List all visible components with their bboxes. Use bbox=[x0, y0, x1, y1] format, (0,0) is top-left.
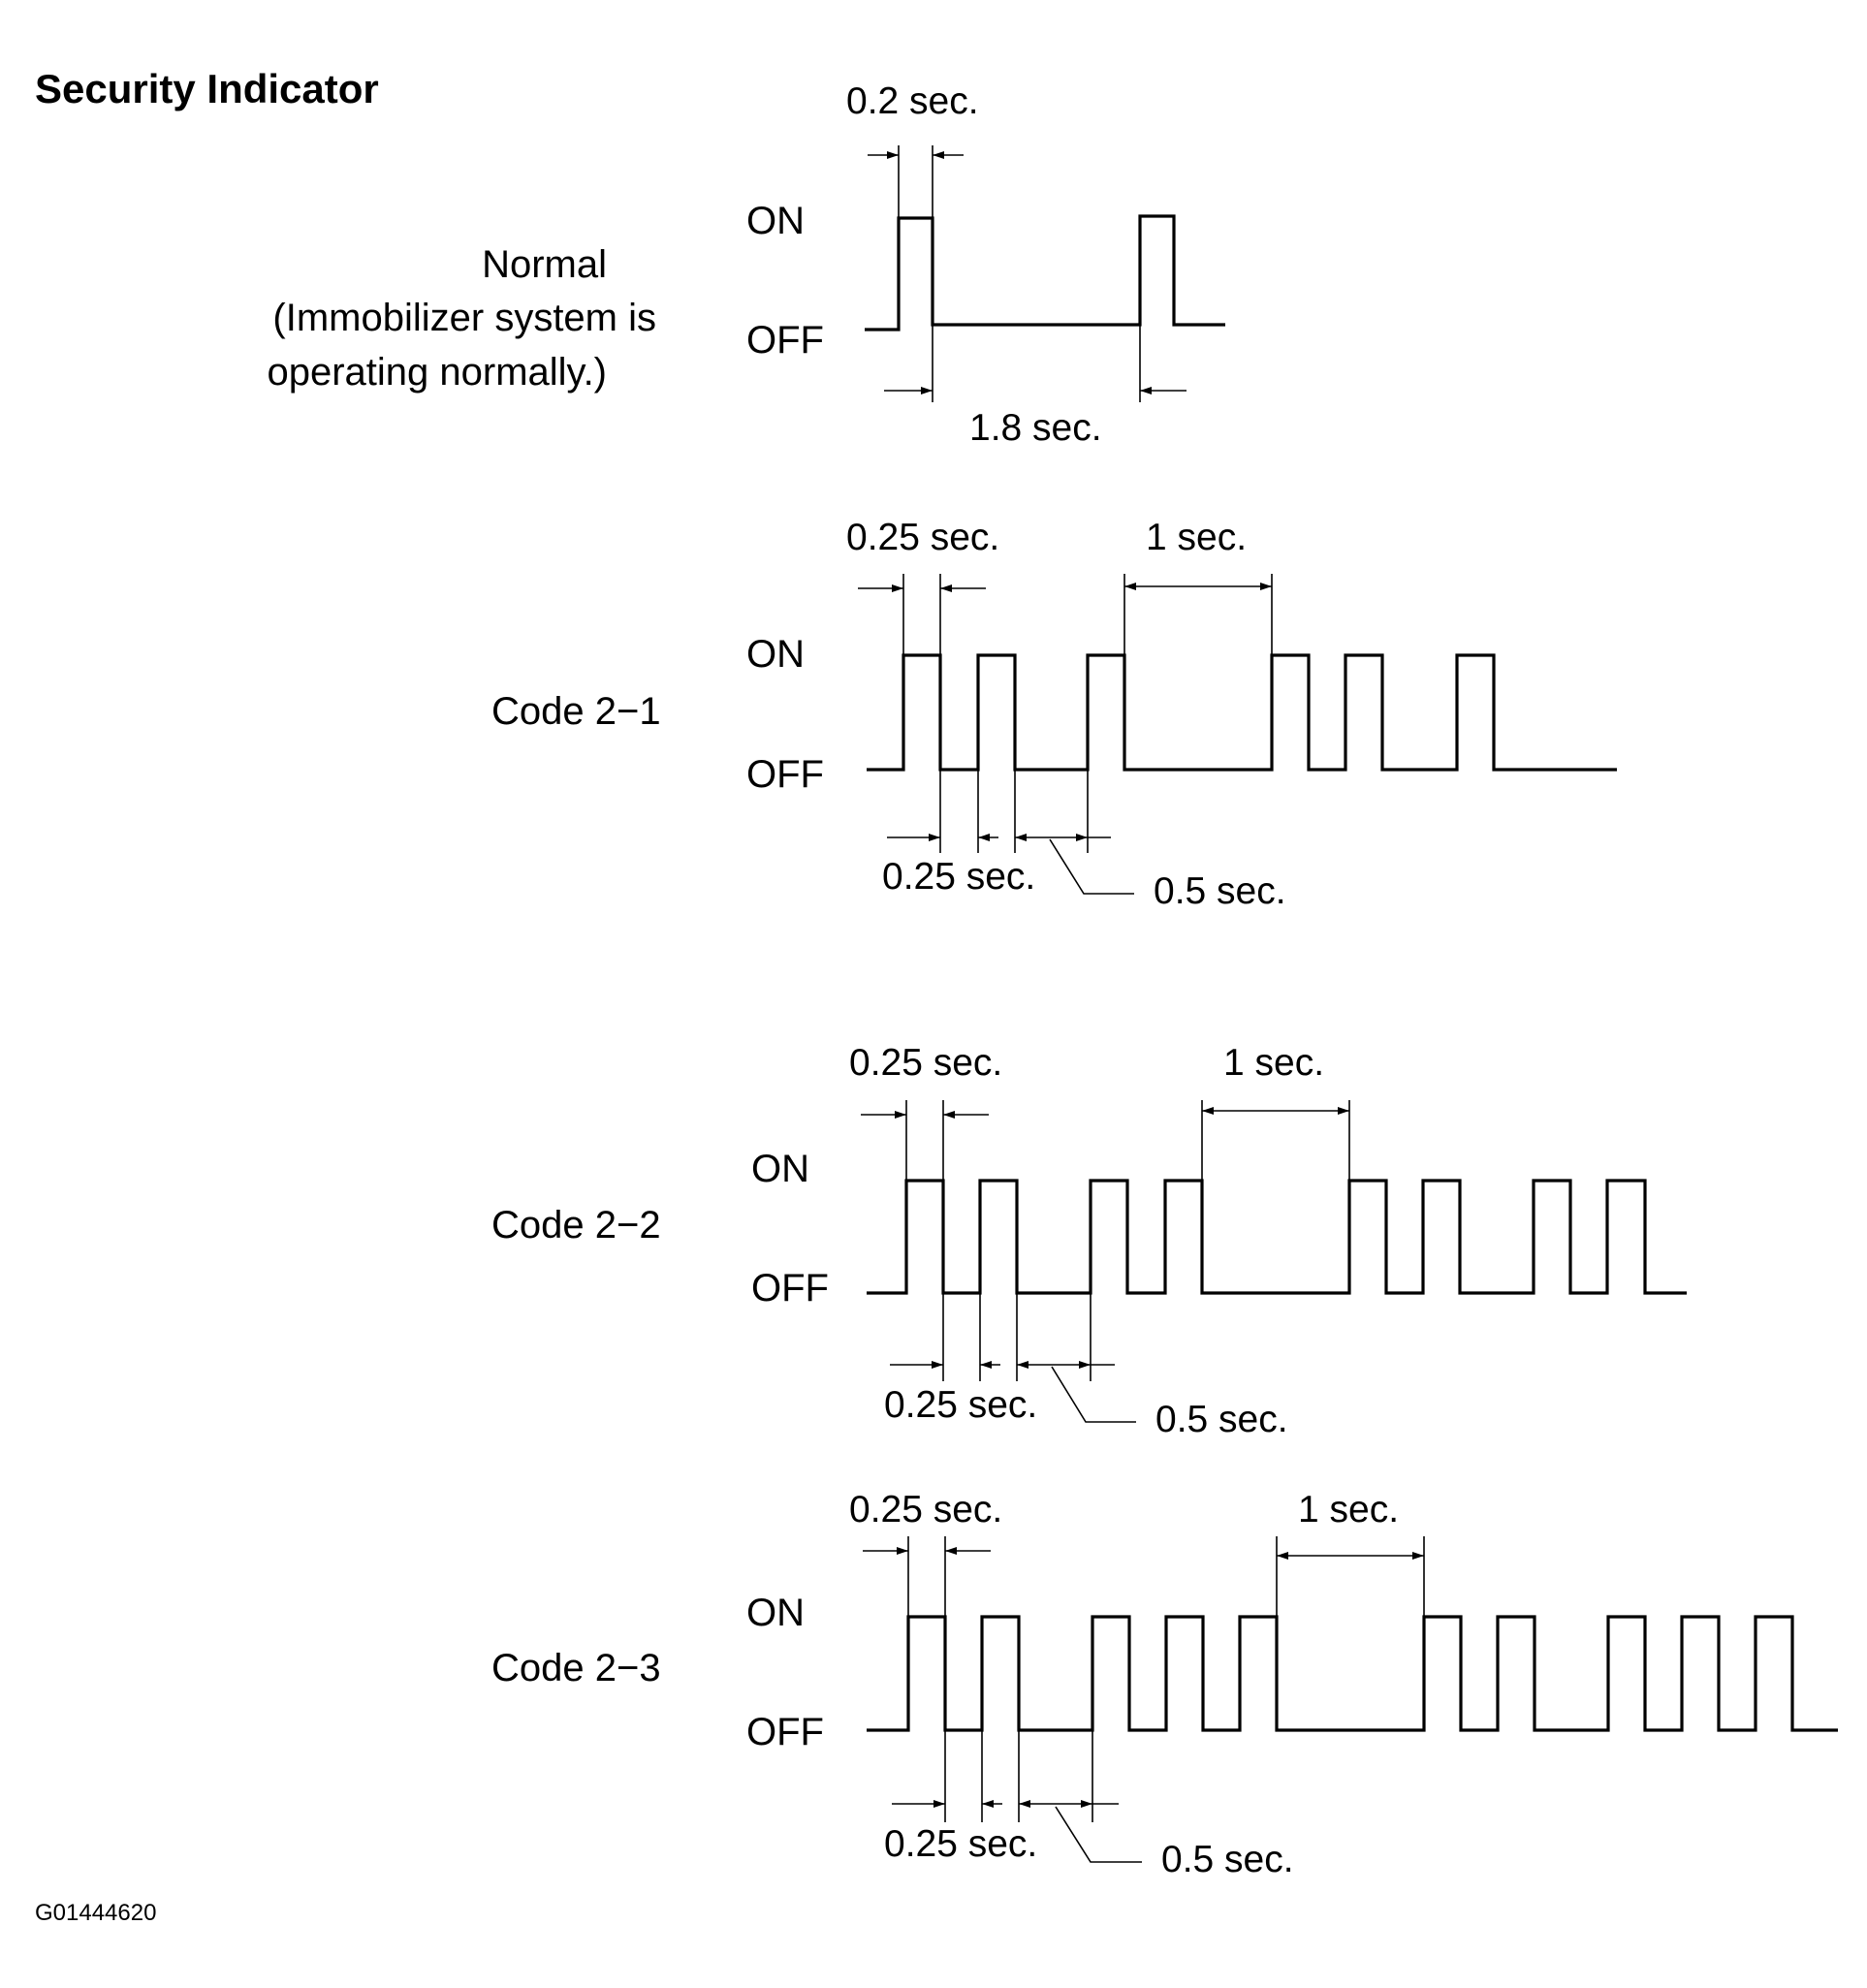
code-2-1-label: Code 2−1 bbox=[491, 690, 661, 733]
code-2-2-long-off-time-label: 0.5 sec. bbox=[1155, 1399, 1288, 1440]
code-2-3-on-time-label: 0.25 sec. bbox=[849, 1489, 1002, 1530]
code-2-3-off-label: OFF bbox=[746, 1711, 824, 1753]
code-2-3-waveform bbox=[867, 1615, 1838, 1732]
code-2-1-gap-time-label: 1 sec. bbox=[1146, 517, 1247, 558]
code-2-1-off-time-label: 0.25 sec. bbox=[882, 856, 1035, 898]
normal-waveform bbox=[865, 214, 1225, 331]
normal-off-time-label: 1.8 sec. bbox=[969, 407, 1102, 449]
code-2-2-leader-line bbox=[1051, 1366, 1136, 1423]
code-2-2-on-label: ON bbox=[751, 1148, 809, 1190]
normal-on-label: ON bbox=[746, 200, 805, 242]
code-2-3-off-time-label: 0.25 sec. bbox=[884, 1823, 1037, 1865]
code-2-2-gap-time-label: 1 sec. bbox=[1223, 1042, 1324, 1084]
code-2-3-label: Code 2−3 bbox=[491, 1647, 661, 1689]
code-2-2-label: Code 2−2 bbox=[491, 1204, 661, 1246]
code-2-1-long-off-time-label: 0.5 sec. bbox=[1154, 870, 1286, 912]
code-2-1-on-label: ON bbox=[746, 633, 805, 676]
code-2-3-gap-time-label: 1 sec. bbox=[1298, 1489, 1399, 1530]
code-2-2-on-time-label: 0.25 sec. bbox=[849, 1042, 1002, 1084]
code-2-2-waveform bbox=[867, 1179, 1687, 1295]
diagram-code-2-2: Code 2−2 ON OFF 0.25 sec. 1 sec. 0.25 se… bbox=[491, 1042, 1687, 1440]
normal-on-time-label: 0.2 sec. bbox=[846, 80, 979, 122]
code-2-3-leader-line bbox=[1055, 1806, 1142, 1863]
diagram-code-2-1: Code 2−1 ON OFF 0.25 sec. 1 sec. 0.25 se… bbox=[491, 517, 1617, 912]
normal-label-line-1: Normal bbox=[482, 243, 607, 286]
figure-id: G01444620 bbox=[35, 1900, 156, 1926]
diagram-normal: Normal (Immobilizer system is operating … bbox=[267, 80, 1225, 449]
diagram-code-2-3: Code 2−3 ON OFF 0.25 sec. 1 sec. 0.25 se… bbox=[491, 1489, 1838, 1880]
code-2-1-on-time-label: 0.25 sec. bbox=[846, 517, 999, 558]
normal-label-line-2: (Immobilizer system is bbox=[272, 297, 656, 339]
page-title: Security Indicator bbox=[35, 66, 379, 111]
normal-label-line-3: operating normally.) bbox=[267, 351, 607, 394]
code-2-1-leader-line bbox=[1049, 838, 1134, 895]
code-2-2-off-label: OFF bbox=[751, 1267, 829, 1310]
code-2-3-on-label: ON bbox=[746, 1592, 805, 1634]
code-2-3-long-off-time-label: 0.5 sec. bbox=[1161, 1839, 1294, 1880]
code-2-2-off-time-label: 0.25 sec. bbox=[884, 1384, 1037, 1426]
code-2-1-off-label: OFF bbox=[746, 753, 824, 796]
normal-off-label: OFF bbox=[746, 319, 824, 362]
code-2-1-waveform bbox=[867, 653, 1617, 772]
